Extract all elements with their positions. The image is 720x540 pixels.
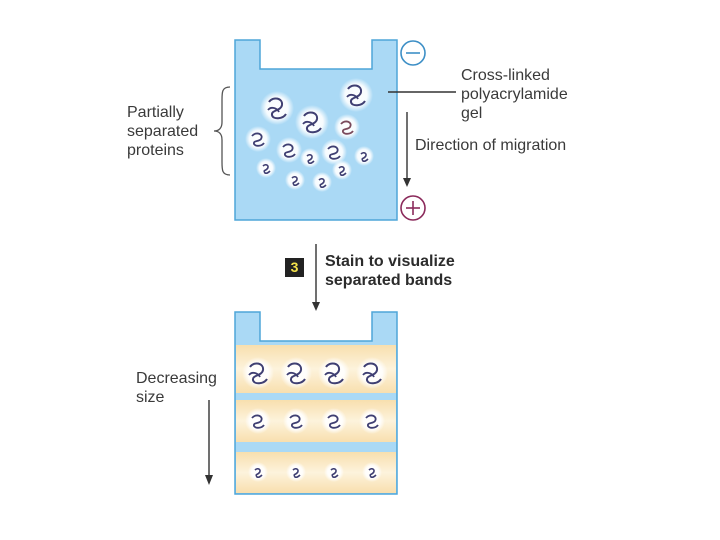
protein-small [354, 146, 374, 166]
step-arrow [312, 244, 320, 311]
stain-label: Stain to visualize separated bands [325, 253, 455, 289]
protein-medium [321, 139, 347, 165]
decreasing-size-label: Decreasing size [136, 370, 217, 406]
positive-electrode-icon [400, 195, 426, 221]
protein-small [256, 158, 276, 178]
migration-arrow [403, 112, 411, 187]
protein-large [242, 357, 274, 389]
step-number-badge: 3 [285, 258, 304, 277]
protein-small [300, 148, 320, 168]
partial-bracket [213, 86, 231, 176]
protein-large [295, 105, 329, 139]
protein-small [286, 462, 306, 482]
protein-small [324, 462, 344, 482]
protein-large [260, 91, 294, 125]
gel-label: Cross-linked polyacrylamide gel [461, 67, 568, 122]
protein-large [339, 78, 373, 112]
protein-small [285, 170, 305, 190]
protein-small [332, 160, 352, 180]
protein-medium [359, 408, 385, 434]
protein-small [312, 172, 332, 192]
protein-medium [245, 126, 271, 152]
protein-small [248, 462, 268, 482]
band-large-proteins [242, 357, 388, 389]
migration-label: Direction of migration [415, 137, 567, 154]
protein-large [356, 357, 388, 389]
bottom-gel-bands [242, 357, 388, 482]
protein-medium [321, 408, 347, 434]
protein-large [318, 357, 350, 389]
size-arrow [205, 400, 213, 485]
partial-proteins-label: Partially separated proteins [127, 104, 199, 159]
protein-medium [276, 137, 302, 163]
protein-medium [334, 114, 360, 140]
protein-large [280, 357, 312, 389]
band-medium-proteins [245, 408, 385, 434]
protein-small [362, 462, 382, 482]
negative-electrode-icon [400, 40, 426, 66]
top-gel-proteins [245, 78, 374, 192]
protein-medium [283, 408, 309, 434]
protein-medium [245, 408, 271, 434]
band-small-proteins [248, 462, 382, 482]
